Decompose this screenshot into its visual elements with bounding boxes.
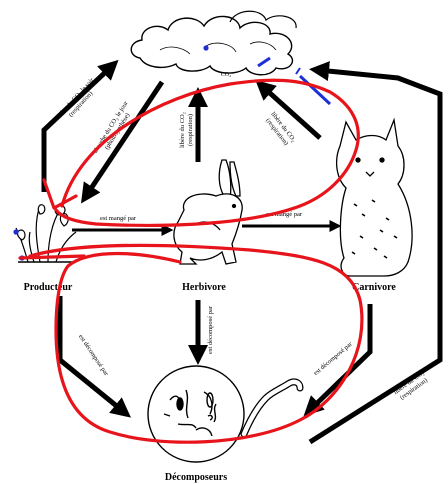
- co2-label: CO₂: [221, 72, 231, 78]
- herbivore-label: Herbivore: [182, 282, 226, 293]
- edge-label-producer-eaten: est mangé par: [100, 215, 137, 222]
- carnivore-label: Carnivore: [352, 282, 396, 293]
- arrow-cloud-to-producer: [86, 82, 162, 196]
- blue-mark-cloud-3: [296, 68, 300, 74]
- edge-label-herbivore-decomposed: est décomposé par: [207, 305, 214, 354]
- edge-label-herbivore-co2-1: libère du CO₂: [179, 112, 186, 148]
- cloud-icon: [131, 11, 296, 75]
- producer-label: Producteur: [24, 282, 73, 293]
- blue-dot-cloud: [203, 45, 208, 50]
- blue-dot-producer-top: [13, 229, 18, 234]
- red-line-producer: [20, 256, 84, 258]
- carnivore-lynx-icon: [337, 120, 412, 276]
- edge-label-herbivore-co2-2: (respiration): [187, 114, 194, 146]
- decomposers-label: Décomposeurs: [165, 472, 227, 483]
- blue-annotations: [13, 45, 330, 260]
- decomposers-icon: [148, 366, 300, 462]
- edge-label-producer-decomposed: est décomposé par: [77, 333, 110, 377]
